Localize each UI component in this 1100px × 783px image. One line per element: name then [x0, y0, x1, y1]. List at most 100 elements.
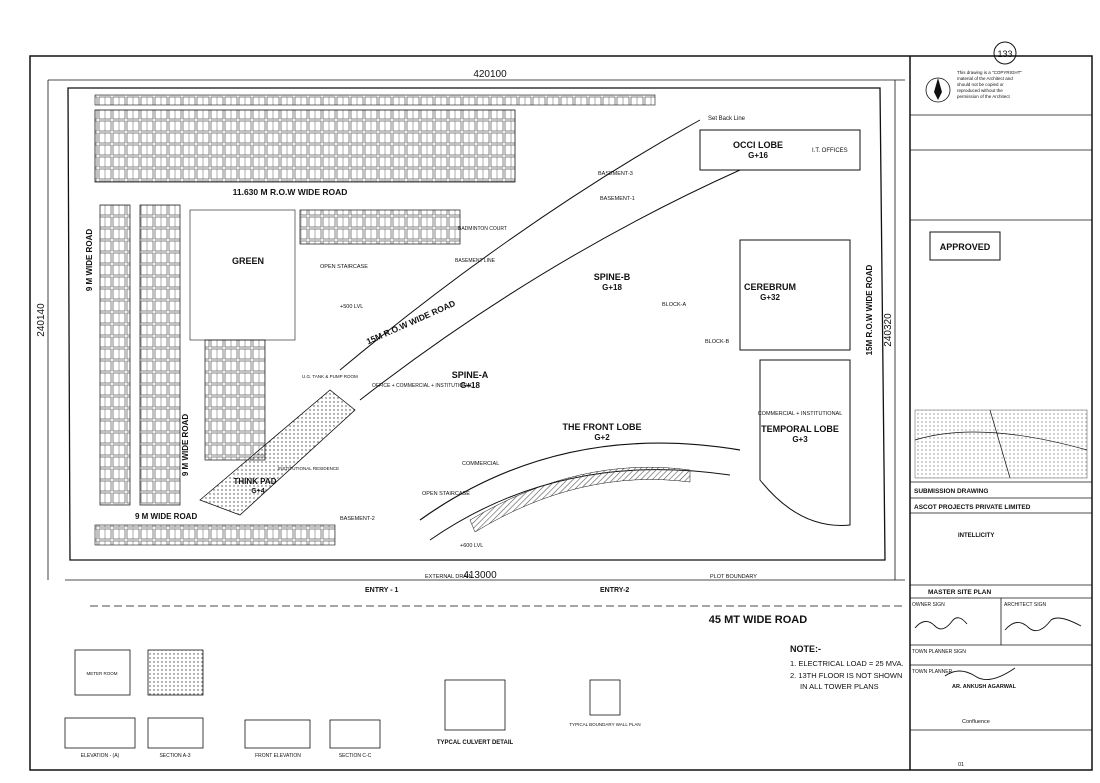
key-plan-roads: [914, 409, 1088, 479]
badminton-label: BADMINTON COURT: [458, 226, 507, 232]
ug-tank-label: U.G. TANK & PUMP ROOM: [302, 374, 358, 379]
copyright-line: permission of the Architect: [957, 94, 1011, 99]
town-planner-signature: [944, 667, 1016, 681]
cerebrum-name: CEREBRUM: [744, 282, 796, 292]
temporal-commercial: COMMERCIAL + INSTITUTIONAL: [758, 411, 843, 417]
drawing-title-label: MASTER SITE PLAN: [928, 589, 992, 596]
top-dimension: 420100: [473, 69, 507, 80]
boundary-wall-label: TYPICAL BOUNDARY WALL PLAN: [569, 722, 640, 727]
architect-name-label: AR. ANKUSH AGARWAL: [952, 684, 1017, 690]
right-dimension: 240320: [883, 313, 894, 347]
approved-text: APPROVED: [940, 242, 991, 252]
town-planner-sign-label: TOWN PLANNER SIGN: [912, 649, 966, 655]
architect-sign-label: ARCHITECT SIGN: [1004, 602, 1047, 608]
meter-room-plan: [74, 649, 131, 696]
open-staircase-2: OPEN STAIRCASE: [422, 491, 470, 497]
block-a: BLOCK-A: [662, 302, 686, 308]
culvert-detail-label: TYPCAL CULVERT DETAIL: [437, 740, 514, 746]
note-line-2: 2. 13TH FLOOR IS NOT SHOWN: [790, 671, 902, 680]
housing-block-mid: [299, 209, 461, 245]
copyright-line: should not be copied or: [957, 82, 1004, 87]
road-9m-left-bottom: 9 M WIDE ROAD: [181, 414, 190, 476]
section-cc-box: [329, 719, 381, 749]
housing-strip-bottom: [94, 524, 336, 546]
culvert-detail-box: [444, 679, 506, 731]
lvl-500: +500 LVL: [340, 304, 363, 310]
hatched-band: [469, 466, 691, 533]
note-line-3: IN ALL TOWER PLANS: [800, 682, 879, 691]
front-lobe-name: THE FRONT LOBE: [563, 422, 642, 432]
meter-room-label: METER ROOM: [87, 671, 118, 676]
spine-a-floors: G+18: [460, 381, 480, 390]
spine-b-floors: G+18: [602, 283, 622, 292]
section-cc-label: SECTION C-C: [339, 753, 372, 759]
elevation-a-label: ELEVATION - (A): [81, 753, 120, 759]
occi-lobe-outline: [699, 129, 861, 171]
company-label: ASCOT PROJECTS PRIVATE LIMITED: [914, 504, 1031, 511]
occi-lobe-name: OCCI LOBE: [733, 140, 783, 150]
consultant-label: Confluence: [962, 719, 990, 725]
sheet-border: [29, 55, 1093, 771]
sheet-number: 133: [997, 49, 1012, 59]
spine-b-name: SPINE-B: [594, 272, 631, 282]
set-back-label: Set Back Line: [708, 116, 746, 122]
road-45-label: 45 MT WIDE ROAD: [709, 614, 807, 626]
internal-road-curve: [339, 119, 701, 371]
meter-room-hatch: [147, 649, 204, 696]
left-dimension: 240140: [36, 303, 47, 337]
front-elevation-box: [244, 719, 311, 749]
copyright-line: material of the Architect and: [957, 76, 1013, 81]
front-lobe-floors: G+2: [594, 433, 610, 442]
spine-a-name: SPINE-A: [452, 370, 489, 380]
copyright-line: reproduced without the: [957, 88, 1003, 93]
approved-stamp: [929, 231, 1001, 261]
basement-3: BASEMENT-3: [598, 171, 633, 177]
entry-2-label: ENTRY-2: [600, 587, 629, 594]
note-title: NOTE:-: [790, 644, 821, 654]
bottom-dimension: 413000: [463, 570, 497, 581]
housing-strip-top: [94, 94, 656, 106]
green-area: [189, 209, 296, 341]
plot-boundary: [67, 87, 886, 561]
green-label: GREEN: [232, 256, 264, 266]
sheet-code-label: 01: [958, 762, 964, 768]
north-arrow-needle-icon: [934, 78, 942, 100]
institutional-label: INSTITUTIONAL RESIDENCE: [278, 466, 339, 471]
plot-boundary-label: PLOT BOUNDARY: [710, 574, 757, 580]
office-comm-label: OFFICE + COMMERCIAL + INSTITUTIONAL: [372, 383, 473, 389]
front-lobe-arc-outer: [419, 442, 741, 521]
commercial-label: COMMERCIAL: [462, 461, 499, 467]
basement-line-label: BASEMENT LINE: [455, 258, 496, 264]
housing-cluster-mid: [204, 339, 266, 461]
occi-lobe-floors: G+16: [748, 151, 768, 160]
owner-sign-label: OWNER SIGN: [912, 602, 945, 608]
road-9m-bottom: 9 M WIDE ROAD: [135, 512, 197, 521]
copyright-line: This drawing is a "COPYRIGHT": [957, 70, 1022, 75]
open-staircase-1: OPEN STAIRCASE: [320, 264, 368, 270]
road-11630-label: 11.630 M R.O.W WIDE ROAD: [233, 187, 348, 197]
road-9m-left-top: 9 M WIDE ROAD: [85, 229, 94, 291]
key-plan-map: [914, 409, 1088, 479]
boundary-wall-box: [589, 679, 621, 716]
external-drain-label: EXTERNAL DRAIN: [425, 574, 473, 580]
front-elevation-label: FRONT ELEVATION: [255, 753, 301, 759]
town-planner-label: TOWN PLANNER: [912, 669, 953, 675]
basement-2: BASEMENT-2: [340, 516, 375, 522]
road-15m-right: 15M R.O.W WIDE ROAD: [865, 264, 874, 355]
cerebrum-outline: [739, 239, 851, 351]
note-line-1: 1. ELECTRICAL LOAD = 25 MVA.: [790, 659, 904, 668]
housing-column-left-1: [99, 204, 131, 506]
sheet-number-circle: [993, 41, 1017, 65]
elevation-a-box: [64, 717, 136, 749]
it-offices-label: I.T. OFFICES: [812, 148, 848, 154]
internal-road-curve-2: [359, 169, 741, 401]
block-b: BLOCK-B: [705, 339, 729, 345]
temporal-lobe-floors: G+3: [792, 435, 808, 444]
think-pad-hatch: [199, 389, 356, 516]
think-pad-floors: G+4: [251, 488, 265, 495]
housing-column-left-2: [139, 204, 181, 506]
submission-label: SUBMISSION DRAWING: [914, 488, 988, 495]
owner-signature: [914, 617, 968, 630]
housing-block-top: [94, 109, 516, 183]
